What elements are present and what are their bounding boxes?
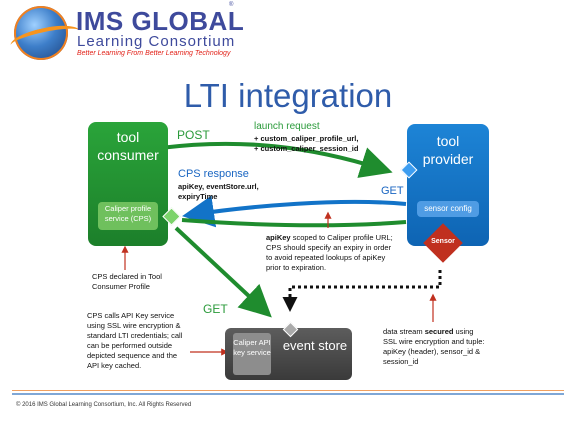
get-store-label: GET	[203, 302, 228, 316]
logo-subtitle: Learning Consortium	[77, 33, 236, 50]
get-store-arrow	[174, 226, 272, 318]
data-stream-line	[282, 270, 442, 312]
post-arrow	[159, 141, 393, 178]
cps-response-label: CPS response	[178, 168, 249, 180]
data-stream-line-2: SSL wire encryption and tuple:	[383, 337, 485, 346]
tool-provider-label: tool provider	[422, 133, 474, 167]
data-stream-line-4: session_id	[383, 357, 419, 366]
globe-icon	[14, 6, 68, 60]
data-stream-line-3: apiKey (header), sensor_id &	[383, 347, 481, 356]
cps-calls-line-3: standard LTI credentials; call	[87, 331, 183, 340]
tool-provider-box[interactable]: tool provider sensor config	[407, 124, 489, 246]
cps-calls-line-1: CPS calls API Key service	[87, 311, 175, 320]
tool-consumer-box[interactable]: tool consumer Caliper profile service (C…	[88, 122, 168, 246]
get-provider-arrow	[181, 218, 407, 228]
sensor-label: Sensor	[431, 238, 455, 245]
footer-divider-blue	[12, 393, 564, 395]
cps-response-fields-1: apiKey, eventStore.url,	[178, 182, 259, 191]
post-label: POST	[177, 128, 210, 142]
custom-profile-url-label: + custom_caliper_profile_url,	[254, 134, 359, 143]
cps-calls-line-6: API key cached.	[87, 361, 142, 370]
logo-title: IMS GLOBAL	[76, 6, 245, 36]
data-stream-line-1: data stream secured using	[383, 327, 474, 336]
cps-response-fields-2: expiryTime	[178, 192, 218, 201]
apikey-note-line-2: CPS should specify an expiry in order	[266, 243, 392, 252]
footer-divider-orange	[12, 390, 564, 391]
footer-copyright: © 2016 IMS Global Learning Consortium, I…	[16, 402, 192, 408]
apikey-note-line-3: to avoid repeated lookups of apiKey	[266, 253, 386, 262]
logo-tagline: Better Learning From Better Learning Tec…	[77, 50, 231, 57]
event-store-box[interactable]: Caliper API key service event store	[225, 328, 352, 380]
launch-request-label: launch request	[254, 121, 320, 132]
logo-registered-mark: ®	[229, 2, 234, 8]
cps-declared-line-1: CPS declared in Tool	[92, 272, 162, 281]
caliper-profile-service[interactable]: Caliper profile service (CPS)	[98, 202, 158, 230]
cps-calls-line-4: can be performed outside	[87, 341, 173, 350]
slide-title: LTI integration	[183, 77, 393, 114]
custom-session-id-label: + custom_caliper_session_id	[254, 144, 359, 153]
sensor-config[interactable]: sensor config	[417, 201, 479, 217]
cps-calls-line-5: depicted sequence and the	[87, 351, 178, 360]
apikey-note-line-4: prior to expiration.	[266, 263, 327, 272]
cps-calls-line-2: using SSL wire encryption &	[87, 321, 181, 330]
tool-consumer-label: tool consumer	[97, 129, 159, 163]
cps-declared-line-2: Consumer Profile	[92, 282, 150, 291]
caliper-api-key-service[interactable]: Caliper API key service	[233, 333, 271, 375]
get-provider-label: GET	[381, 185, 404, 197]
apikey-note-line-1: apiKey scoped to Caliper profile URL;	[266, 233, 393, 242]
cps-response-arrow	[182, 195, 407, 228]
event-store-label: event store	[282, 338, 348, 353]
